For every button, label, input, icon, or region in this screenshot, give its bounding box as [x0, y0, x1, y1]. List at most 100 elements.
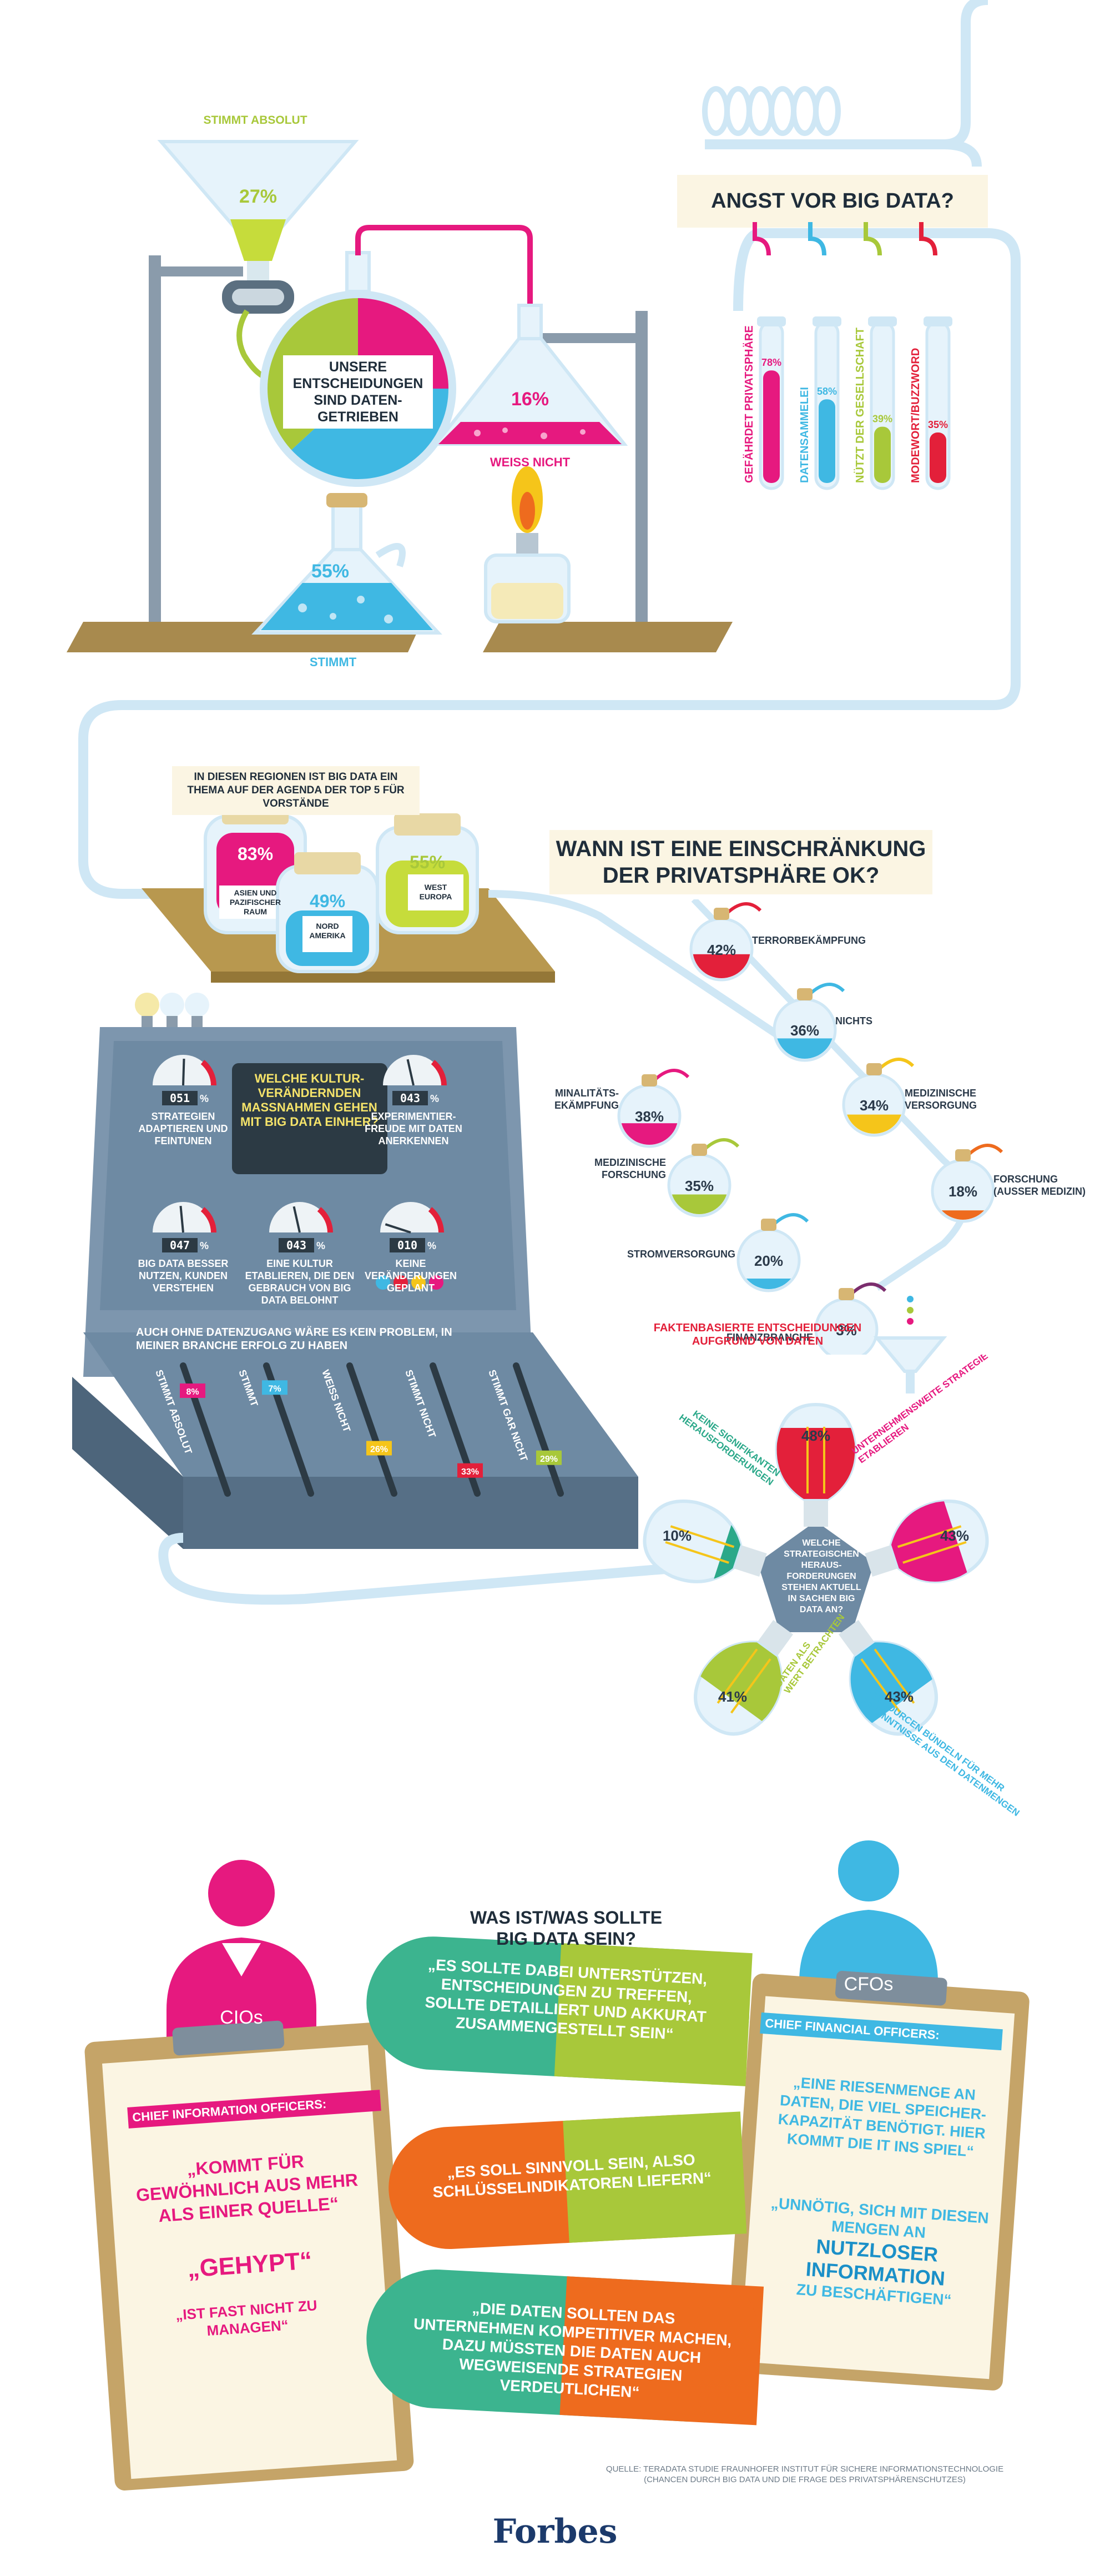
angst-tube-rim [813, 316, 841, 326]
privacy-title: WANN IST EINE EINSCHRÄNKUNG DER PRIVATSP… [549, 830, 932, 894]
gauge-counter [162, 1238, 198, 1252]
source-line1: QUELLE: TERADATA STUDIE FRAUNHOFER INSTI… [606, 2464, 1004, 2474]
angst-tube-hose [864, 222, 882, 256]
gauge-digits: 051 [170, 1091, 190, 1105]
machine-illustration: 051%043%047%043%010% [72, 993, 722, 1605]
privacy-flask-label: FINANZBRANCHE [726, 1332, 813, 1343]
stimmt-absolut-pct: 27% [239, 186, 278, 207]
challenge-bulb [865, 1495, 989, 1594]
gauge-needle [385, 1223, 411, 1234]
privacy-flask-label: FORSCHUNG(AUSSER MEDIZIN) [993, 1174, 1086, 1197]
challenge-chart: 48% 43% UNTERNEHMENSWEITE STRATEGIEETABLIE… [643, 1355, 1022, 1818]
gauge-digits: 047 [170, 1239, 190, 1252]
angst-tube-pct: 35% [928, 419, 948, 430]
privacy-flask: 18% FORSCHUNG(AUSSER MEDIZIN) [931, 1144, 1086, 1223]
angst-tube-hose [808, 222, 826, 256]
pill-quote-3: „DIE DATEN SOLLTEN DAS UNTERNEHMEN KOMPE… [413, 2299, 733, 2401]
challenge-bulb [833, 1619, 939, 1736]
slider-track [513, 1362, 564, 1497]
slider: WEISS NICHT 26% [320, 1362, 397, 1497]
angst-tube-hose [753, 222, 771, 256]
slider-label: WEISS NICHT [320, 1368, 352, 1434]
slider-knob [536, 1450, 562, 1465]
angst-tube-pct: 78% [761, 357, 781, 368]
slider-knob [180, 1383, 205, 1398]
challenge-center-text: WELCHE STRATEGISCHEN HERAUS- FORDERUNGEN… [781, 1538, 861, 1614]
gauge-counter [279, 1238, 314, 1252]
slider-pct: 8% [186, 1387, 199, 1397]
challenge-bulb-pct: 43% [940, 1527, 969, 1544]
gauge-digits: 043 [400, 1091, 420, 1105]
challenge-bulb-pct: 10% [663, 1527, 692, 1544]
gauge-label: STRATEGIEN ADAPTIEREN UND FEINTUNEN [138, 1111, 228, 1146]
challenge-bulb-socket [804, 1499, 828, 1527]
region-label-na: NORD AMERIKA [309, 922, 346, 940]
angst-title: ANGST VOR BIG DATA? [677, 175, 988, 228]
region-label-we: WEST EUROPA [419, 883, 452, 901]
cio-label: CIOs [220, 2007, 263, 2028]
angst-tube-fill [930, 432, 946, 483]
privacy-flask-cork [692, 1144, 707, 1156]
angst-tube-rim [924, 316, 952, 326]
gauge-needle [182, 1058, 185, 1086]
gauge-label: EXPERIMENTIER- FREUDE MIT DATEN ANERKENN… [365, 1111, 462, 1146]
gauge-pct-sign: % [316, 1240, 325, 1251]
angst-tube-pct: 39% [872, 414, 892, 425]
center-statement: UNSERE ENTSCHEIDUNGEN SIND DATEN- GETRIE… [283, 355, 433, 429]
gauge-dial [153, 1202, 214, 1232]
challenge-bulb-filament [806, 1427, 825, 1493]
privacy-flask-cork [839, 1288, 854, 1300]
challenge-bulb-pct: 48% [801, 1427, 830, 1444]
slider-pct: 26% [370, 1445, 388, 1455]
gauge-pct-sign: % [200, 1240, 209, 1251]
stimmt-label: STIMMT [309, 655, 357, 669]
privacy-flask-cork [642, 1074, 657, 1086]
cfo-quote-1: „EINE RIESENMENGE AN DATEN, DIE VIEL SPE… [777, 2074, 987, 2160]
privacy-flask-cork [714, 908, 729, 920]
cfo-quote-2: „UNNÖTIG, SICH MIT DIESEN MENGEN AN NUTZ… [763, 2193, 991, 2312]
angst-tube-fill [763, 370, 780, 483]
privacy-flask-pct: 34% [860, 1097, 889, 1114]
privacy-flask-cork [797, 988, 813, 1000]
regions-illustration [78, 700, 899, 1038]
challenge-bulb [643, 1500, 767, 1594]
gauge-red-zone [431, 1060, 447, 1086]
privacy-flask-pct: 18% [948, 1183, 977, 1200]
privacy-flask-label: STROMVERSORGUNG [627, 1249, 735, 1260]
slider-knob [366, 1441, 392, 1456]
privacy-flask-pct: 42% [707, 942, 736, 958]
source-line2: (CHANCEN DURCH BIG DATA UND DIE FRAGE DE… [644, 2475, 966, 2484]
regions-title: IN DIESEN REGIONEN IST BIG DATA EIN THEM… [172, 766, 420, 815]
privacy-flask-cork [955, 1149, 971, 1161]
gauge-needle [406, 1059, 415, 1086]
gauge-label: BIG DATA BESSER NUTZEN, KUNDEN VERSTEHEN [138, 1258, 229, 1294]
gauge-red-zone [317, 1207, 333, 1233]
weiss-nicht-label: WEISS NICHT [490, 455, 571, 469]
gauge-red-zone [200, 1207, 216, 1233]
challenge-bulb-label: UNTERNEHMENSWEITE STRATEGIEETABLIEREN [850, 1355, 996, 1465]
privacy-flask-label: TERRORBEKÄMPFUNG [752, 935, 866, 946]
gauge-needle [179, 1206, 184, 1233]
privacy-flask-label: NICHTS [835, 1015, 872, 1027]
machine-screen-text: WELCHE KULTUR- VERÄNDERNDEN MAßNAHMEN GE… [240, 1071, 379, 1129]
machine-statement: AUCH OHNE DATENZUGANG WÄRE ES KEIN PROBL… [136, 1326, 452, 1352]
angst-tube-fill [874, 426, 891, 483]
forbes-logo: Forbes [492, 2512, 618, 2551]
angst-tube-rim [868, 316, 897, 326]
gauge-label: EINE KULTUR ETABLIEREN, DIE DEN GEBRAUCH… [245, 1258, 355, 1306]
privacy-flask-pct: 20% [754, 1252, 783, 1269]
privacy-chart: 42%TERRORBEKÄMPFUNG36%NICHTS38%KRIMINALI… [555, 899, 1086, 1355]
angst-tube: 35%MODEWORT/BUZZWORD [910, 222, 952, 490]
bigdata-title: WAS IST/WAS SOLLTE BIG DATA SEIN? [455, 1907, 677, 1949]
region-pct-we: 55% [409, 852, 446, 872]
challenge-bulb [775, 1402, 857, 1527]
gauge-pct-sign: % [430, 1093, 439, 1104]
gauge-dial [383, 1055, 444, 1085]
challenge-top-label: FAKTENBASIERTE ENTSCHEIDUNGEN AUFGRUND V… [653, 1322, 862, 1347]
